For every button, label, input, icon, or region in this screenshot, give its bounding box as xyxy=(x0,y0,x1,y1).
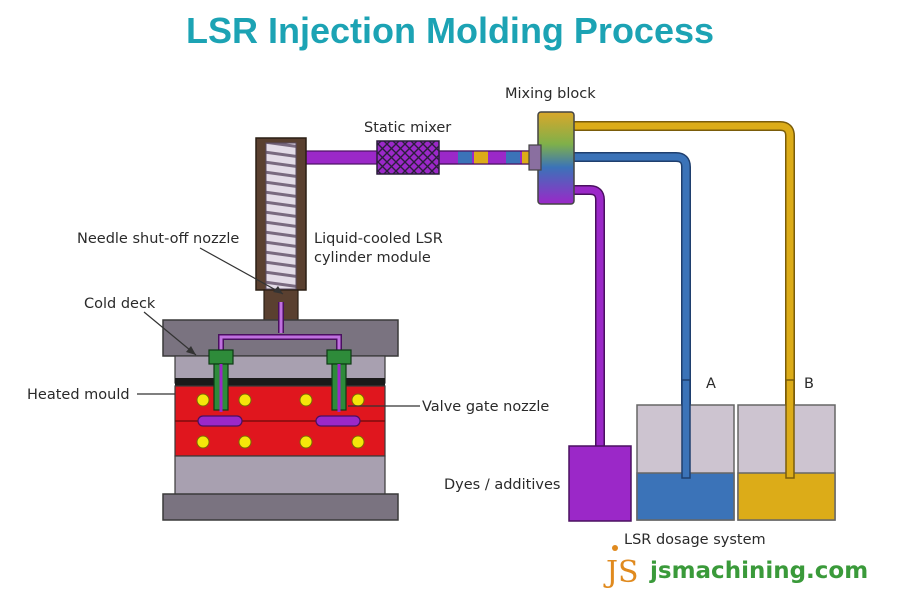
brand-logo: JS jsmachining.com xyxy=(603,545,868,590)
tube-component-a xyxy=(572,152,691,475)
label-dyes: Dyes / additives xyxy=(444,477,560,493)
label-needle-nozzle: Needle shut-off nozzle xyxy=(77,231,239,247)
static-mixer xyxy=(376,140,440,175)
label-mixing-block: Mixing block xyxy=(505,86,596,102)
label-dosage: LSR dosage system xyxy=(624,532,766,548)
label-cylinder-line1: Liquid-cooled LSR xyxy=(314,231,443,247)
mixing-block xyxy=(528,111,575,205)
diagram-title: LSR Injection Molding Process xyxy=(185,10,715,51)
label-tank-b: B xyxy=(804,376,814,392)
tube-dyes xyxy=(572,185,605,448)
valve-gate-nozzle-left xyxy=(197,349,243,427)
brand-site: jsmachining.com xyxy=(649,558,868,584)
valve-gate-nozzle-right xyxy=(315,349,361,427)
label-cylinder-line2: cylinder module xyxy=(314,250,431,266)
label-valve-gate: Valve gate nozzle xyxy=(422,399,549,415)
label-cold-deck: Cold deck xyxy=(84,296,156,312)
label-static-mixer: Static mixer xyxy=(364,120,451,136)
leader-lines xyxy=(137,247,420,407)
heating-elements xyxy=(196,393,365,449)
tube-component-b xyxy=(572,121,795,475)
label-tank-a: A xyxy=(706,376,716,392)
tank-a xyxy=(636,379,735,521)
brand-logo-mark: JS xyxy=(603,555,639,590)
label-heated-mould: Heated mould xyxy=(27,387,130,403)
lsr-cylinder-module xyxy=(255,137,307,303)
dyes-container xyxy=(568,445,632,522)
tank-b xyxy=(737,379,836,521)
mould-assembly xyxy=(162,289,399,521)
